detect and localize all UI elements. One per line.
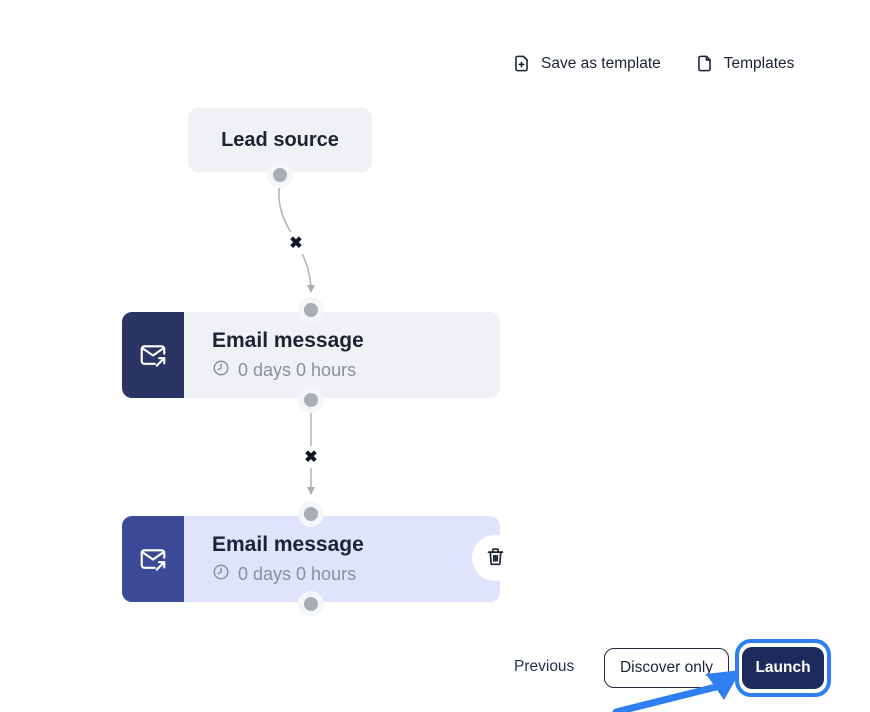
email-step-delay: 0 days 0 hours [212, 563, 364, 586]
connector-dot[interactable] [273, 168, 287, 182]
previous-button[interactable]: Previous [514, 658, 575, 675]
lead-source-node[interactable]: Lead source [188, 108, 372, 172]
file-plus-icon [512, 54, 531, 73]
template-actions-bar: Save as template Templates [512, 54, 794, 73]
remove-connection-icon[interactable]: ✖ [285, 232, 307, 254]
email-step-delay-text: 0 days 0 hours [238, 563, 357, 584]
email-step-delay-text: 0 days 0 hours [238, 359, 357, 380]
launch-button[interactable]: Launch [742, 647, 824, 689]
connector-dot[interactable] [304, 597, 318, 611]
email-step-node-2[interactable]: Email message 0 days 0 hours [122, 516, 500, 602]
delete-step-button[interactable] [472, 535, 518, 581]
trash-icon [485, 546, 506, 570]
connector-dot[interactable] [304, 393, 318, 407]
remove-connection-icon[interactable]: ✖ [300, 446, 322, 468]
launch-highlight-ring: Launch [735, 639, 831, 697]
clock-icon [212, 563, 230, 586]
templates-button[interactable]: Templates [695, 54, 795, 73]
file-icon [695, 54, 714, 73]
email-step-delay: 0 days 0 hours [212, 359, 364, 382]
email-step-body: Email message 0 days 0 hours [184, 328, 364, 381]
clock-icon [212, 359, 230, 382]
email-send-icon [122, 516, 184, 602]
save-as-template-button[interactable]: Save as template [512, 54, 661, 73]
lead-source-label: Lead source [221, 128, 339, 151]
save-as-template-label: Save as template [541, 54, 661, 72]
connector-dot[interactable] [304, 303, 318, 317]
discover-only-button[interactable]: Discover only [604, 648, 729, 688]
email-step-title: Email message [212, 533, 364, 557]
email-send-icon [122, 312, 184, 398]
email-step-body: Email message 0 days 0 hours [184, 532, 364, 585]
email-step-node-1[interactable]: Email message 0 days 0 hours [122, 312, 500, 398]
connector-dot[interactable] [304, 507, 318, 521]
email-step-title: Email message [212, 329, 364, 353]
templates-label: Templates [723, 54, 795, 72]
